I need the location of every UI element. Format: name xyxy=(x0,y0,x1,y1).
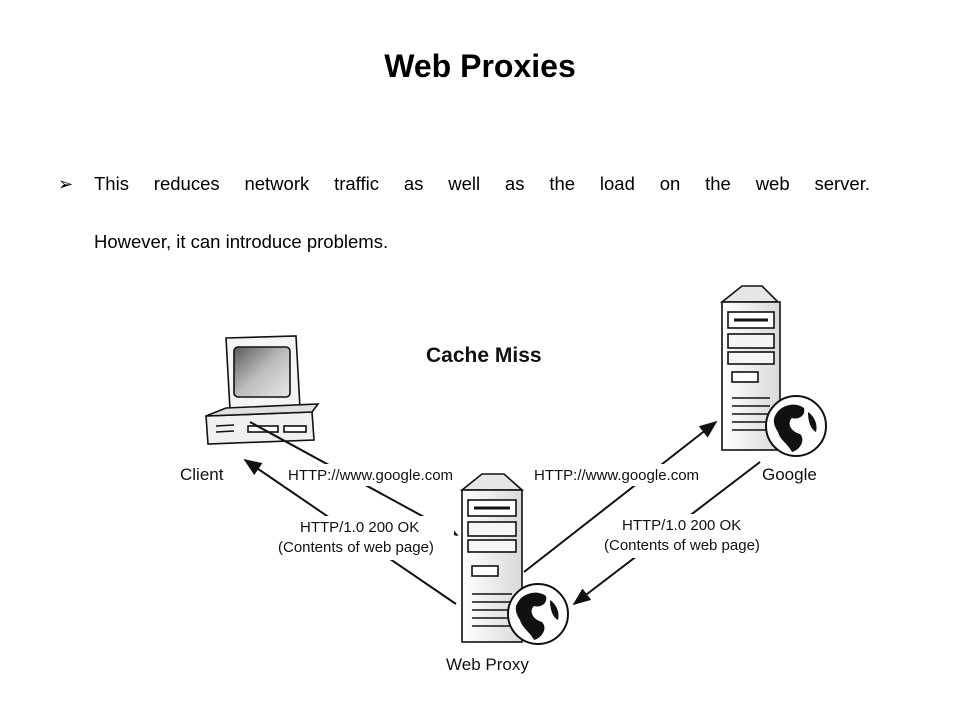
diagram-heading: Cache Miss xyxy=(426,344,542,367)
client-request-label: HTTP://www.google.com xyxy=(288,467,453,484)
google-label: Google xyxy=(762,465,817,484)
label-backing xyxy=(276,516,454,560)
label-backing xyxy=(602,514,772,558)
proxy-response-body: (Contents of web page) xyxy=(604,537,760,554)
client-response-body: (Contents of web page) xyxy=(278,539,434,556)
client-response-status: HTTP/1.0 200 OK xyxy=(300,519,419,536)
arrow-proxy-to-google xyxy=(523,420,718,573)
client-label: Client xyxy=(180,465,224,484)
bullet-text-line-1: This reduces network traffic as well as … xyxy=(94,173,870,194)
label-backing xyxy=(530,464,712,486)
proxy-request-label: HTTP://www.google.com xyxy=(534,467,699,484)
google-server-icon xyxy=(719,285,781,451)
google-globe-icon xyxy=(765,395,827,457)
label-backing xyxy=(284,464,464,486)
slide-title: Web Proxies xyxy=(384,48,576,84)
arrow-bullet-icon: ➢ xyxy=(58,174,74,194)
web-proxy-label: Web Proxy xyxy=(446,655,529,674)
web-proxy-globe-icon xyxy=(507,583,569,645)
bullet-text-line-2: However, it can introduce problems. xyxy=(94,231,389,252)
proxy-response-status: HTTP/1.0 200 OK xyxy=(622,517,741,534)
